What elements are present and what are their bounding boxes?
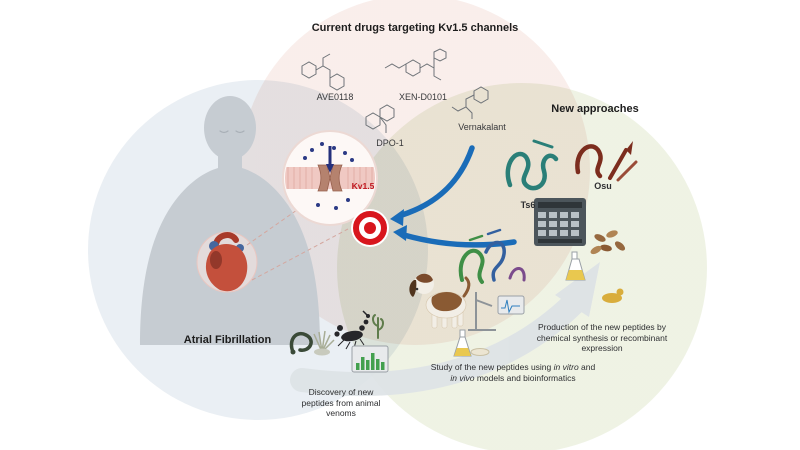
study-caption-invivo: in vivo <box>450 372 475 383</box>
study-caption-p1: Study of the new peptides using <box>430 362 554 372</box>
production-caption: Production of the new peptides by chemic… <box>536 322 668 354</box>
chem-structure-vernakalant <box>451 86 489 119</box>
synthesizer-machine-icon <box>534 198 586 246</box>
plant-icon <box>372 314 384 339</box>
production-flask-icon <box>565 251 586 281</box>
target-icon <box>351 209 389 247</box>
discovery-caption: Discovery of new peptides from animal ve… <box>301 387 381 419</box>
zoom-dashed-lines <box>246 209 349 281</box>
membrane-channel-inset <box>282 130 378 226</box>
atrial-fibrillation-title: Atrial Fibrillation <box>183 334 272 346</box>
study-caption-invitro: in vitro <box>553 362 579 372</box>
ion-arrow-icon <box>326 146 334 173</box>
protein-ribbons-study <box>458 228 526 284</box>
flask-icon <box>453 329 472 357</box>
chem-structure-dpo1 <box>365 104 395 133</box>
protein-ribbon-ts6 <box>505 139 559 191</box>
person-curled-icon <box>602 288 624 303</box>
histogram-monitor-icon <box>351 345 389 373</box>
xen-d0101-label: XEN-D0101 <box>398 92 448 102</box>
protein-ribbon-osu <box>575 141 638 182</box>
anemone-icon <box>313 330 335 356</box>
drugs-title: Current drugs targeting Kv1.5 channels <box>311 22 519 34</box>
study-caption: Study of the new peptides using in vitro… <box>428 362 598 383</box>
osu-label: Osu <box>594 181 612 191</box>
patch-rig-icon <box>468 292 525 331</box>
heart-icon <box>205 232 248 292</box>
beagle-icon <box>409 273 471 329</box>
snake-icon <box>289 332 313 355</box>
new-approaches-title: New approaches <box>551 103 639 115</box>
dpo1-label: DPO-1 <box>376 138 404 148</box>
ts6-label: Ts6 <box>520 200 536 210</box>
gray-swoosh-arrow <box>290 262 600 397</box>
study-caption-p3: models and bioinformatics <box>474 372 576 383</box>
capsules-icon <box>590 230 626 255</box>
petri-dish-icon <box>470 348 490 356</box>
study-caption-p2: and <box>578 362 596 372</box>
human-figure <box>140 96 320 345</box>
vernakalant-label: Vernakalant <box>458 122 506 132</box>
scorpion-icon <box>334 310 370 350</box>
kv15-channel-label: Kv1.5 <box>351 181 375 191</box>
blue-arrow-drugs <box>390 145 475 226</box>
chem-structure-ave0118 <box>301 53 345 91</box>
chem-structure-xen-d0101 <box>384 48 447 81</box>
ave0118-label: AVE0118 <box>316 92 354 102</box>
